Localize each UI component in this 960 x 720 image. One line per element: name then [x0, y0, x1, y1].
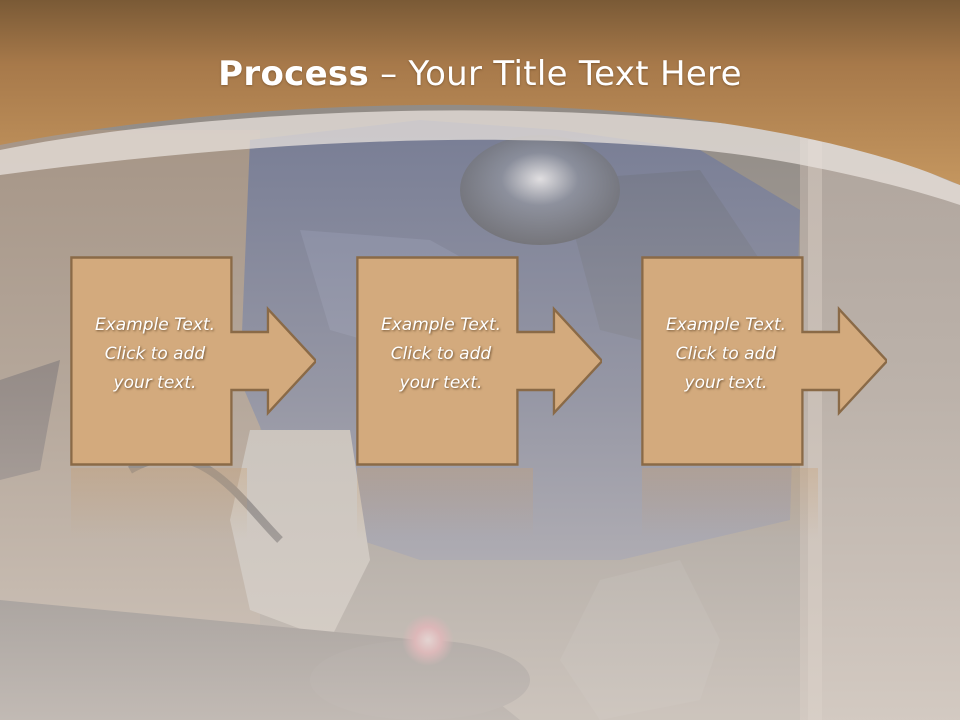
step-line-1: Example Text. — [380, 315, 502, 335]
step-arrow-shape — [70, 256, 316, 466]
title-bold: Process — [218, 54, 370, 94]
process-step-3[interactable]: Example Text. Click to add your text. — [641, 256, 887, 466]
step-line-3: your text. — [399, 373, 483, 393]
step-text[interactable]: Example Text. Click to add your text. — [641, 311, 811, 398]
step-line-1: Example Text. — [665, 315, 787, 335]
step-line-2: Click to add — [104, 344, 206, 364]
step-text[interactable]: Example Text. Click to add your text. — [356, 311, 526, 398]
step-arrow-shape — [356, 256, 602, 466]
title-rest: – Your Title Text Here — [369, 54, 742, 94]
step-reflection-2 — [357, 468, 533, 538]
process-step-1[interactable]: Example Text. Click to add your text. — [70, 256, 316, 466]
step-line-2: Click to add — [675, 344, 777, 364]
step-line-1: Example Text. — [94, 315, 216, 335]
step-line-2: Click to add — [390, 344, 492, 364]
slide-title: Process – Your Title Text Here — [0, 54, 960, 94]
step-arrow-shape — [641, 256, 887, 466]
step-text[interactable]: Example Text. Click to add your text. — [70, 311, 240, 398]
process-step-2[interactable]: Example Text. Click to add your text. — [356, 256, 602, 466]
step-reflection-1 — [71, 468, 247, 538]
step-line-3: your text. — [113, 373, 197, 393]
step-reflection-3 — [642, 468, 818, 538]
step-line-3: your text. — [684, 373, 768, 393]
